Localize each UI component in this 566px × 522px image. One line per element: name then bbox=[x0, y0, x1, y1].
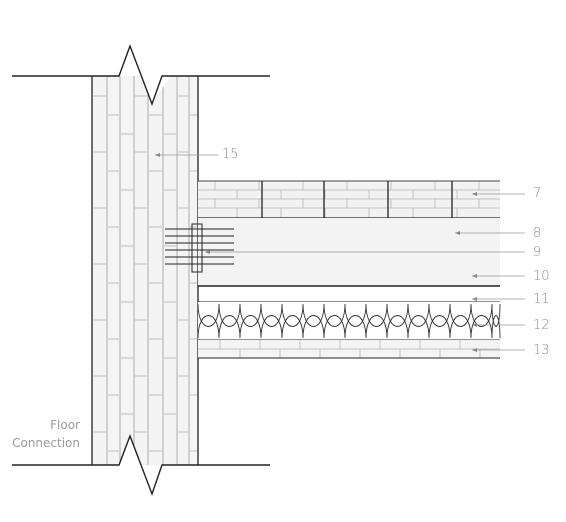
callout-11: 11 bbox=[533, 292, 550, 307]
caption-line-1: Floor bbox=[50, 418, 80, 432]
callout-12: 12 bbox=[533, 318, 550, 333]
leader-arrowheads bbox=[155, 153, 477, 352]
callout-10: 10 bbox=[533, 269, 550, 284]
layer-12-insulation bbox=[197, 302, 501, 341]
detail-caption: Floor Connection bbox=[0, 416, 80, 452]
callout-7: 7 bbox=[533, 186, 542, 201]
caption-line-2: Connection bbox=[12, 436, 80, 450]
callout-9: 9 bbox=[533, 245, 542, 260]
callout-15: 15 bbox=[222, 147, 239, 162]
callout-13: 13 bbox=[533, 343, 550, 358]
layer-9-connector bbox=[165, 223, 234, 273]
layer-7-floor-finish bbox=[198, 180, 500, 218]
callout-8: 8 bbox=[533, 226, 542, 241]
insulation-pattern bbox=[197, 303, 501, 339]
wall-panel bbox=[91, 46, 199, 494]
leader-lines bbox=[155, 154, 525, 351]
bottom-break-line bbox=[12, 434, 270, 497]
top-break-line bbox=[12, 43, 270, 107]
layer-11-membrane bbox=[198, 285, 500, 303]
layer-13-ceiling-board bbox=[198, 340, 500, 359]
